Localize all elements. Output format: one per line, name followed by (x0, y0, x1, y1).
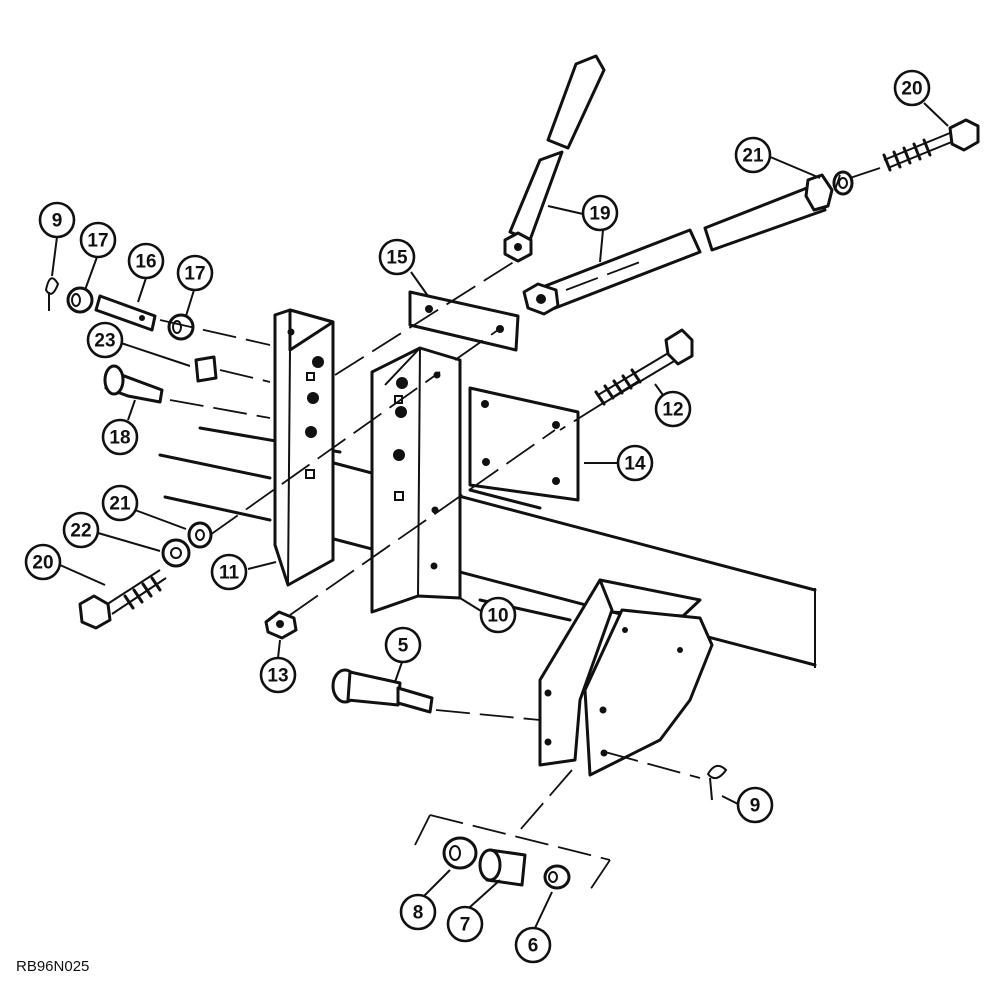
callout-label: 17 (184, 264, 205, 285)
callout-circle (654, 390, 692, 428)
callout-9: 9 (736, 786, 774, 824)
callout-19: 19 (581, 194, 619, 232)
callout-label: 12 (662, 400, 683, 421)
callout-label: 13 (267, 666, 288, 687)
pin-16 (94, 294, 157, 332)
washer-22 (161, 538, 191, 568)
callout-18: 18 (101, 418, 139, 456)
callout-20: 20 (893, 69, 931, 107)
clip-9-right (706, 764, 728, 801)
callout-circle (378, 238, 416, 276)
turnbuckle-short (503, 54, 606, 263)
callout-label: 16 (135, 252, 156, 273)
callout-12: 12 (654, 390, 692, 428)
callout-circle (514, 926, 552, 964)
callout-11: 11 (210, 553, 248, 591)
plate-15 (408, 290, 520, 352)
callout-circle (86, 321, 124, 359)
angle-bracket-11 (273, 308, 335, 587)
pin-18 (103, 364, 164, 404)
callout-circle (24, 543, 62, 581)
bushing-8 (442, 836, 478, 870)
callout-21: 21 (734, 136, 772, 174)
bushing-17-left (66, 286, 94, 314)
callout-label: 20 (901, 79, 922, 100)
callout-16: 16 (127, 242, 165, 280)
callout-label: 14 (624, 454, 646, 475)
nut-13 (264, 610, 298, 640)
callout-13: 13 (259, 656, 297, 694)
leader-lines (51, 102, 949, 929)
callout-10: 10 (479, 596, 517, 634)
callout-label: 5 (398, 636, 409, 657)
callout-7: 7 (446, 905, 484, 943)
callout-label: 15 (386, 248, 408, 269)
reference-code: RB96N025 (16, 958, 90, 975)
callout-circle (384, 626, 422, 664)
callout-circle (38, 201, 76, 239)
callout-circle (62, 511, 100, 549)
angle-bracket-10 (370, 346, 462, 614)
callout-circle (127, 242, 165, 280)
bushing-6 (543, 864, 571, 890)
hitch-bracket (538, 578, 714, 777)
callout-21: 21 (101, 484, 139, 522)
plate-14 (468, 386, 580, 502)
callout-circle (446, 905, 484, 943)
callout-label: 20 (32, 553, 53, 574)
bolt-20-top (882, 118, 980, 172)
callout-17: 17 (79, 221, 117, 259)
callout-5: 5 (384, 626, 422, 664)
alignment-lines (159, 167, 881, 891)
callout-6: 6 (514, 926, 552, 964)
callout-label: 11 (219, 563, 240, 584)
callout-label: 7 (460, 915, 471, 936)
callout-label: 21 (109, 494, 131, 515)
callout-circle (210, 553, 248, 591)
callout-label: 19 (589, 204, 610, 225)
callout-circle (259, 656, 297, 694)
callout-label: 22 (70, 521, 91, 542)
callout-circle (176, 254, 214, 292)
callout-14: 14 (616, 444, 654, 482)
callout-label: 17 (87, 231, 108, 252)
callout-circle (479, 596, 517, 634)
callout-label: 9 (750, 796, 761, 817)
callout-label: 10 (487, 606, 508, 627)
pin-5 (331, 668, 434, 714)
callout-label: 21 (742, 146, 764, 167)
callout-15: 15 (378, 238, 416, 276)
callout-22: 22 (62, 511, 100, 549)
callout-23: 23 (86, 321, 124, 359)
callout-circle (101, 418, 139, 456)
callout-circle (736, 786, 774, 824)
callout-8: 8 (399, 893, 437, 931)
callout-label: 8 (413, 903, 424, 924)
lock-washer-21-left (187, 521, 213, 549)
callout-layer: 20 21 19 9 17 16 17 15 23 18 12 14 21 22 20 11 10 13 5 9 8 7 6 (24, 69, 931, 964)
callout-circle (616, 444, 654, 482)
callout-label: 9 (52, 211, 63, 232)
callout-label: 6 (528, 936, 539, 957)
callout-circle (79, 221, 117, 259)
callout-20: 20 (24, 543, 62, 581)
bushing-23 (194, 355, 218, 383)
bushing-7 (478, 848, 527, 887)
callout-9: 9 (38, 201, 76, 239)
callout-circle (581, 194, 619, 232)
callout-circle (893, 69, 931, 107)
bolt-20-left (78, 569, 167, 630)
callout-17: 17 (176, 254, 214, 292)
callout-circle (101, 484, 139, 522)
callout-label: 18 (109, 428, 130, 449)
callout-circle (734, 136, 772, 174)
clip-9-left (44, 277, 60, 311)
callout-label: 23 (94, 331, 115, 352)
bolt-12 (594, 328, 694, 406)
callout-circle (399, 893, 437, 931)
turnbuckle-long (522, 173, 834, 316)
